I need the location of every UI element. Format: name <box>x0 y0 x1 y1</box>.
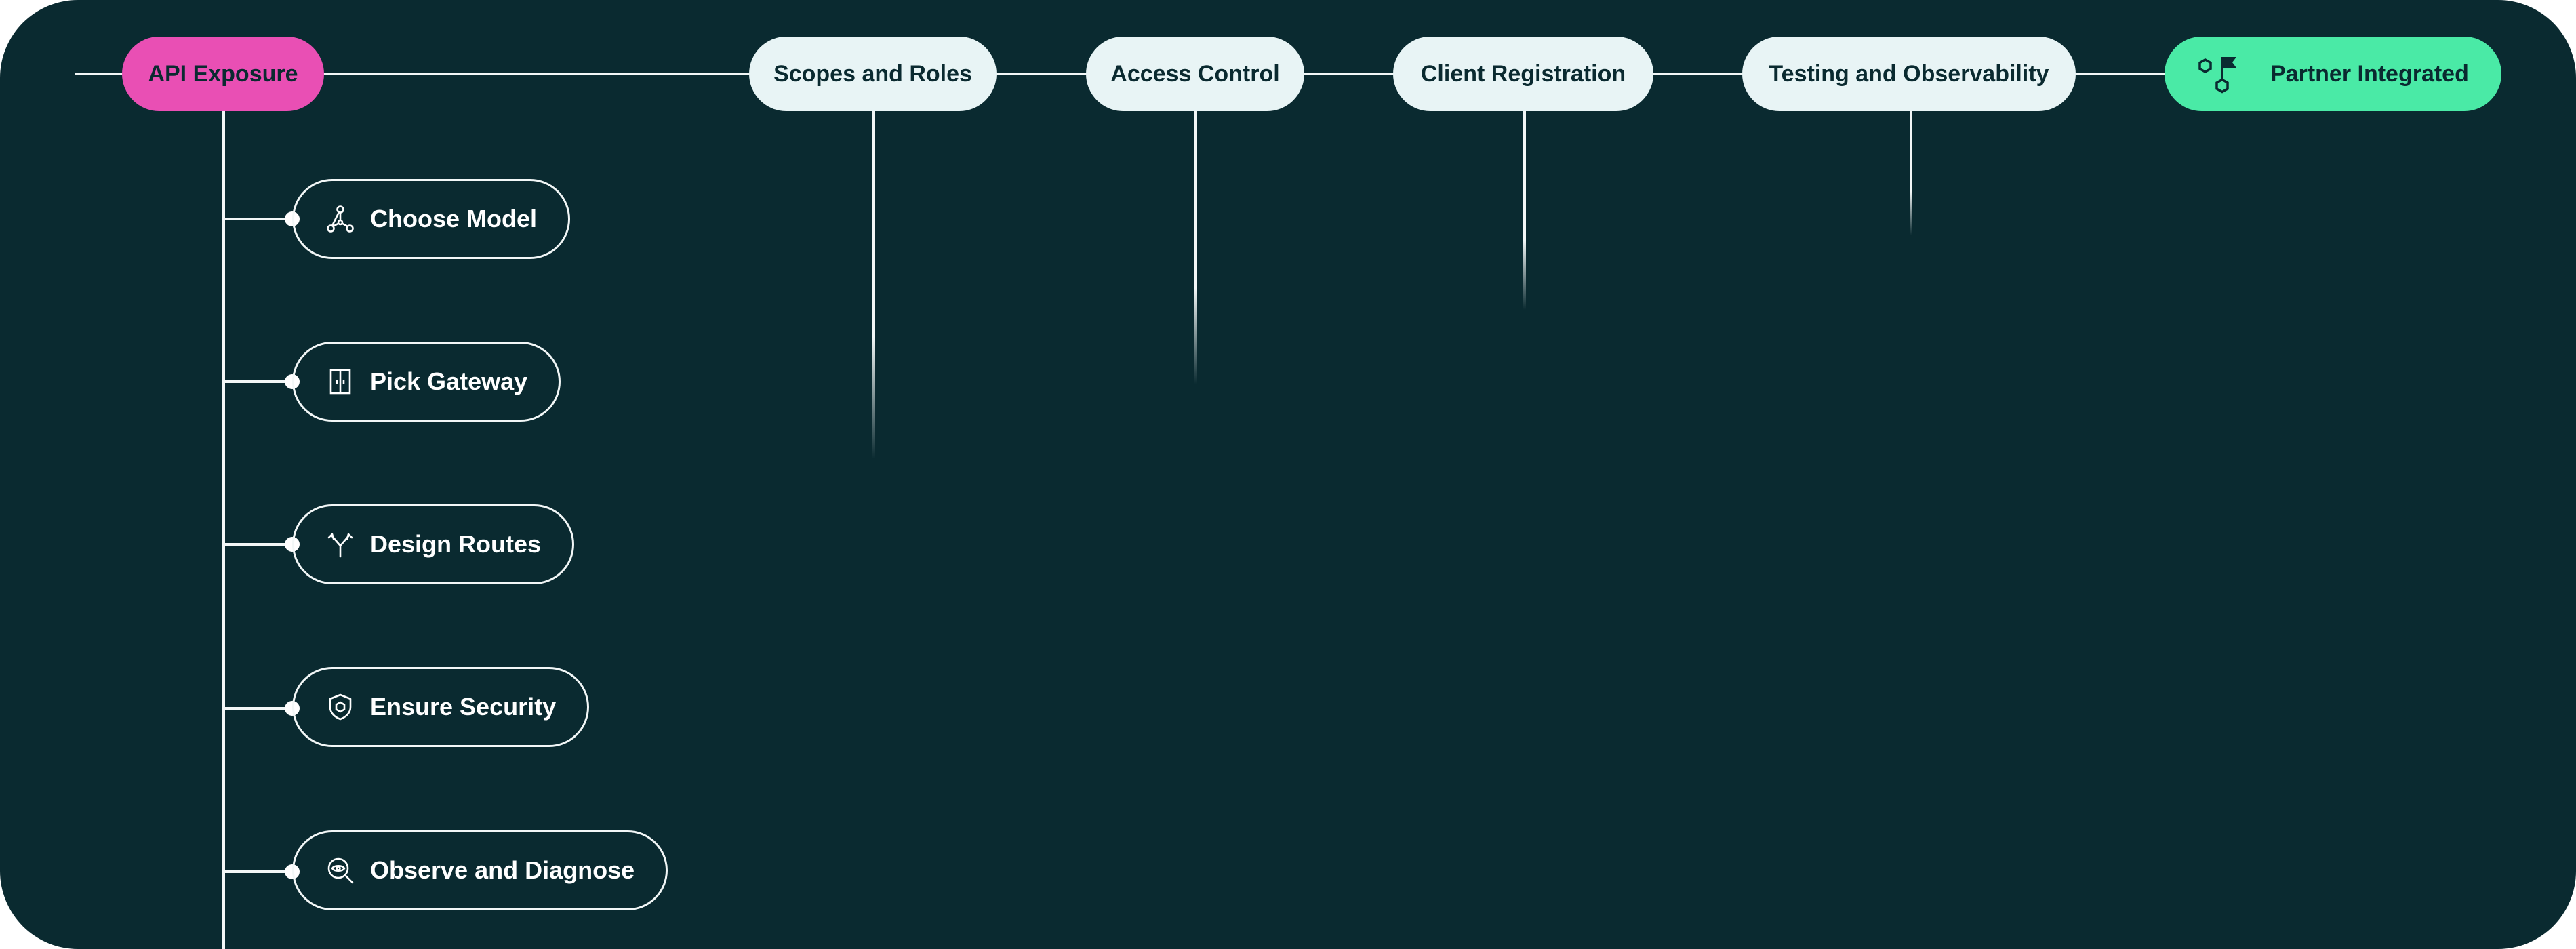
step-node-label: Scopes and Roles <box>773 60 972 87</box>
sub-step-connector <box>224 218 291 220</box>
step-stub-line <box>1910 110 1912 235</box>
step-node-access-control: Access Control <box>1086 37 1304 111</box>
step-node-label: Access Control <box>1110 60 1280 87</box>
end-node-label: Partner Integrated <box>2270 60 2469 87</box>
sub-step-label: Ensure Security <box>370 693 557 721</box>
sub-step-design-routes: Design Routes <box>292 504 575 584</box>
hierarchy-icon <box>325 204 355 234</box>
sub-step-label: Pick Gateway <box>370 367 528 395</box>
sub-step-choose-model: Choose Model <box>292 179 571 259</box>
sub-step-pick-gateway: Pick Gateway <box>292 342 561 422</box>
step-node-label: Client Registration <box>1420 60 1626 87</box>
sub-step-label: Design Routes <box>370 530 542 558</box>
split-arrows-icon <box>325 529 355 559</box>
step-stub-line <box>1194 110 1197 384</box>
step-stub-line <box>1523 110 1526 310</box>
step-node-testing-and-observability: Testing and Observability <box>1742 37 2076 111</box>
shield-icon <box>325 692 355 722</box>
eye-search-icon <box>325 855 355 885</box>
sub-step-label: Observe and Diagnose <box>370 856 635 884</box>
start-node-label: API Exposure <box>148 60 298 87</box>
sub-step-ensure-security: Ensure Security <box>292 667 590 747</box>
sub-steps-trunk-line <box>222 110 225 949</box>
sub-step-connector <box>224 707 291 710</box>
door-icon <box>325 367 355 397</box>
step-node-scopes-and-roles: Scopes and Roles <box>749 37 997 111</box>
step-node-client-registration: Client Registration <box>1393 37 1653 111</box>
sub-step-connector <box>224 870 291 873</box>
sub-step-observe-and-diagnose: Observe and Diagnose <box>292 830 668 910</box>
goal-flag-icon <box>2196 50 2243 98</box>
sub-step-connector <box>224 380 291 383</box>
step-stub-line <box>872 110 875 459</box>
end-node: Partner Integrated <box>2165 37 2501 111</box>
step-node-label: Testing and Observability <box>1769 60 2049 87</box>
sub-step-connector <box>224 543 291 546</box>
sub-step-label: Choose Model <box>370 205 538 233</box>
start-node: API Exposure <box>122 37 324 111</box>
